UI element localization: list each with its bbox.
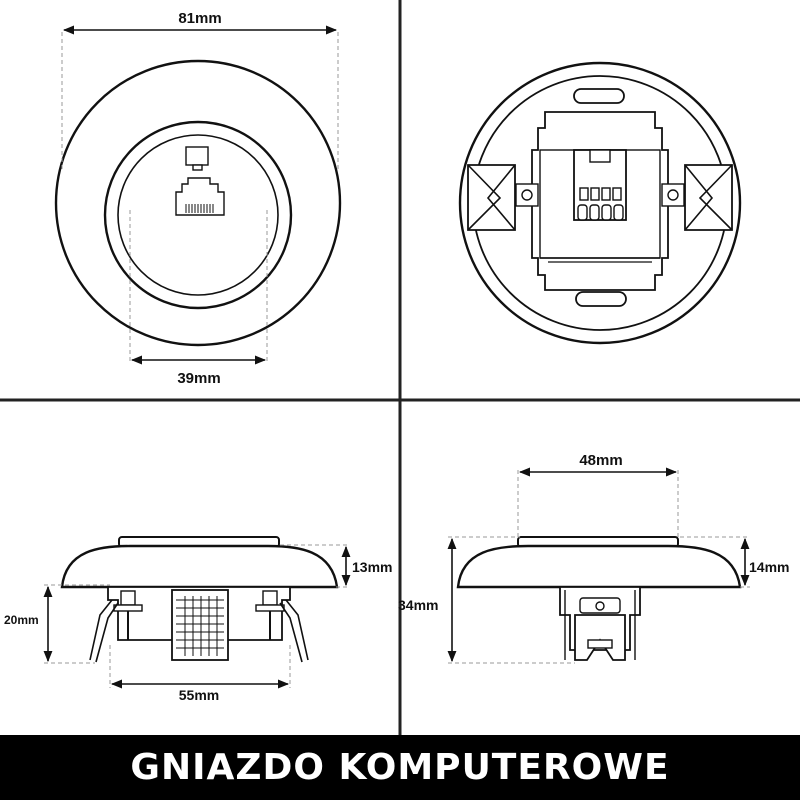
rj45-port-icon: [175, 177, 225, 216]
footer-title: GNIAZDO KOMPUTEROWE: [130, 747, 670, 788]
technical-drawing: 81mm 39mm: [0, 0, 800, 735]
right-claw: [279, 599, 309, 663]
dim-total-height: 34mm: [398, 597, 438, 613]
dim-cover-height: 13mm: [352, 559, 392, 575]
back-view: [458, 61, 742, 345]
cover-short: [456, 544, 742, 589]
dim-mechanism-width: 55mm: [179, 687, 219, 703]
front-view: 81mm 39mm: [54, 10, 342, 387]
slot-bottom: [575, 291, 627, 307]
slot-top: [573, 88, 625, 104]
dim-cover-height-short: 14mm: [749, 559, 789, 575]
claw-short: [574, 614, 626, 661]
cover: [60, 544, 339, 589]
dim-top-width: 48mm: [579, 452, 622, 469]
side-view-long: 13mm 20mm 55mm: [4, 536, 392, 703]
left-screw-side: [113, 590, 143, 640]
footer-bar: GNIAZDO KOMPUTEROWE: [0, 735, 800, 800]
dim-outer-diameter: 81mm: [178, 10, 221, 27]
dim-inner-diameter: 39mm: [177, 370, 220, 387]
label-holder-icon: [185, 146, 209, 171]
side-view-short: 48mm 14mm 34mm: [398, 452, 789, 664]
dim-mechanism-height: 20mm: [4, 613, 39, 627]
left-claw: [89, 599, 119, 663]
